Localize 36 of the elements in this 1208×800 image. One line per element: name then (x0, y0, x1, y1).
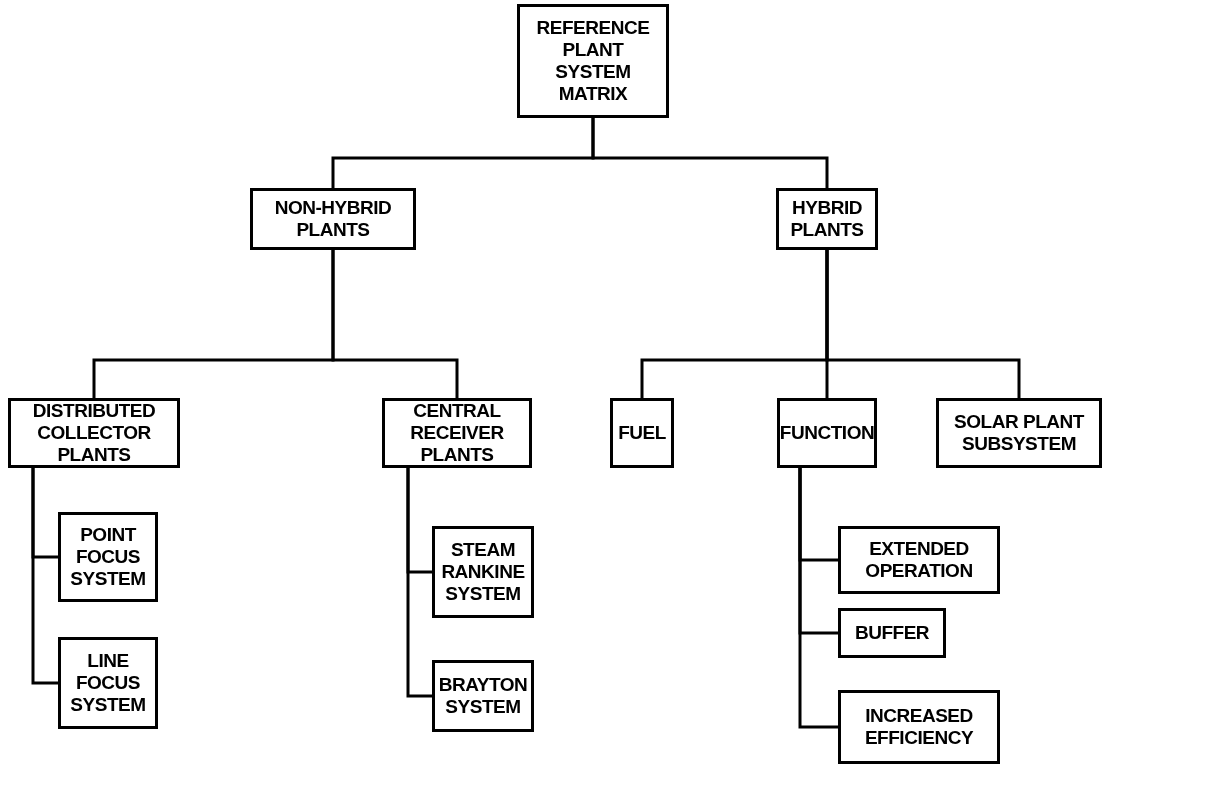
category-box (838, 526, 1000, 594)
box-label: EXTENDED OPERATION (864, 538, 974, 582)
category-box (432, 526, 534, 618)
box-label: HYBRID PLANTS (789, 197, 865, 241)
category-box (8, 398, 180, 468)
category-box (432, 660, 534, 732)
category-box (382, 398, 532, 468)
box-label: STEAM RANKINE SYSTEM (440, 539, 526, 605)
box-label: CENTRAL RECEIVER PLANTS (409, 400, 505, 466)
box-label: SOLAR PLANT SUBSYSTEM (953, 411, 1086, 455)
category-box (517, 4, 669, 118)
box-label: FUNCTION (779, 422, 875, 444)
box-label: LINE FOCUS SYSTEM (69, 650, 147, 716)
box-label: FUEL (618, 422, 666, 444)
connector-line (331, 250, 459, 398)
box-label: INCREASED EFFICIENCY (863, 705, 975, 749)
category-box (777, 398, 877, 468)
category-box (838, 608, 946, 658)
connector-line (591, 118, 829, 188)
connector-line (798, 468, 838, 729)
category-box (610, 398, 674, 468)
box-label: REFERENCE PLANT SYSTEM MATRIX (535, 17, 651, 105)
category-box (58, 512, 158, 602)
box-label: BUFFER (854, 622, 930, 644)
box-label: DISTRIBUTED COLLECTOR PLANTS (31, 400, 157, 466)
box-label: NON-HYBRID PLANTS (273, 197, 393, 241)
connector-line (406, 468, 432, 698)
connector-line (825, 250, 1021, 398)
category-box (250, 188, 416, 250)
category-box (838, 690, 1000, 764)
connector-line (31, 468, 58, 685)
box-label: BRAYTON SYSTEM (438, 674, 528, 718)
category-box (776, 188, 878, 250)
box-label: POINT FOCUS SYSTEM (69, 524, 147, 590)
category-box (936, 398, 1102, 468)
category-box (58, 637, 158, 729)
